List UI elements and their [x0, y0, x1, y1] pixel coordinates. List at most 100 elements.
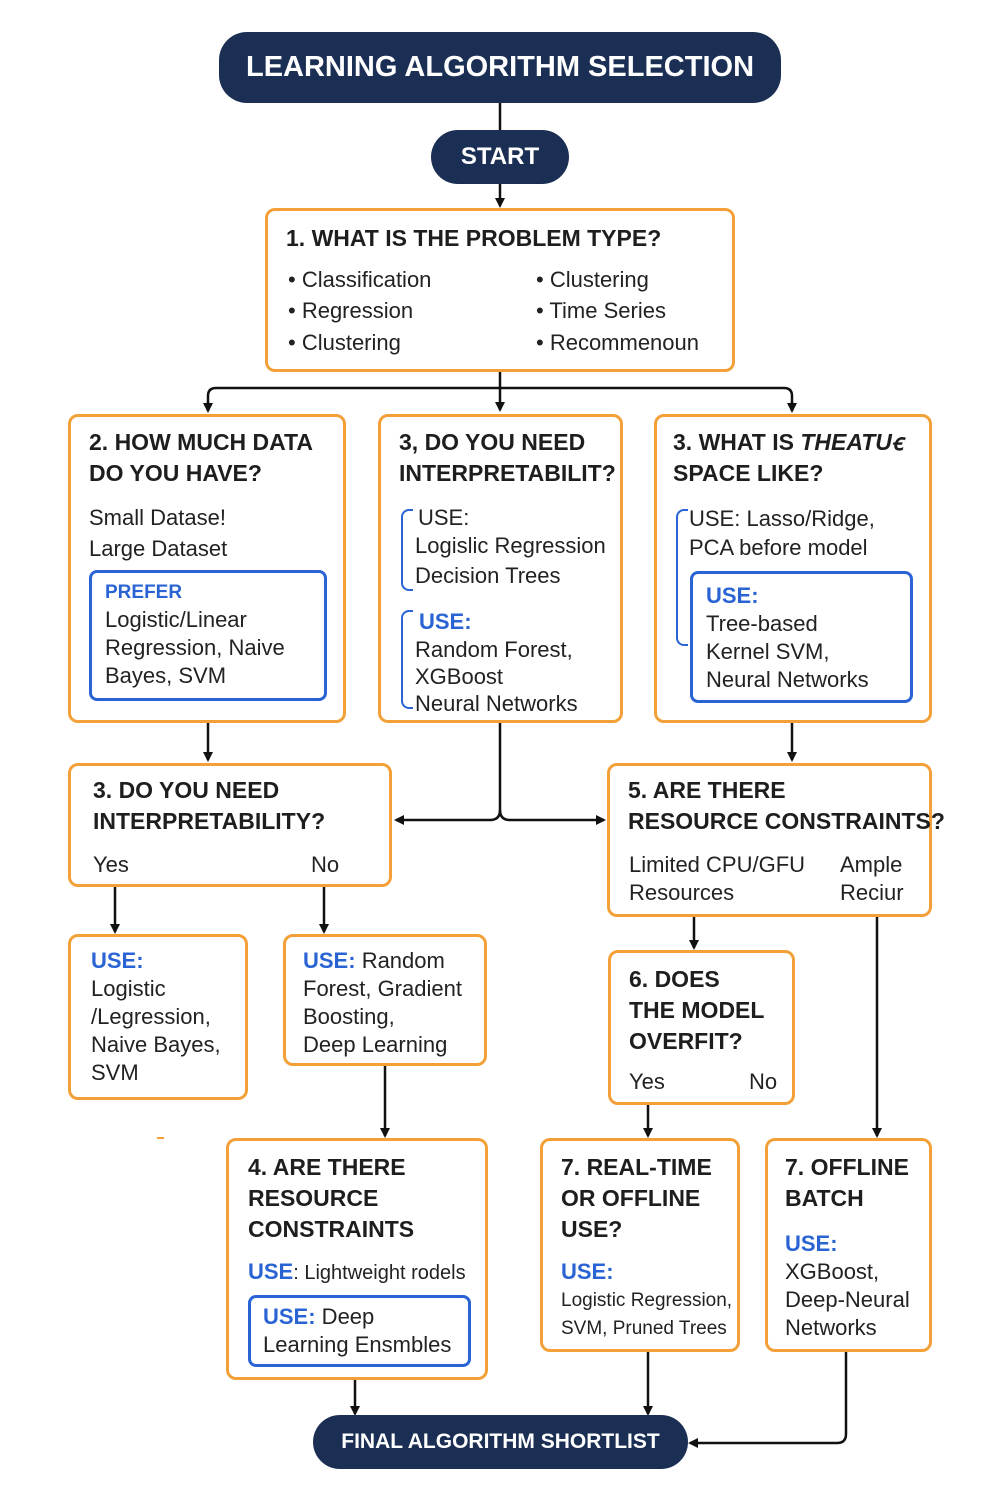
limited-resources-option: Resources — [629, 880, 735, 905]
use-line: XGBoost, — [785, 1259, 880, 1284]
problem-type-heading: 1. WHAT IS THE PROBLEM TYPE? — [286, 225, 662, 251]
use-label: USE: — [706, 583, 759, 608]
stray-mark — [157, 1137, 164, 1139]
realtime-offline-box: 7. REAL-TIME OR OFFLINE USE? USE: Logist… — [540, 1138, 740, 1352]
ample-resources-option: Ample — [840, 852, 903, 877]
resource-heading: RESOURCE — [248, 1185, 379, 1211]
resource-heading: RESOURCE CONSTRAINTS? — [628, 808, 945, 834]
interpretability-heading: 3, DO YOU NEED — [399, 429, 586, 455]
resource-constraints-box-2: 4. ARE THERE RESOURCE CONSTRAINTS USE: L… — [226, 1138, 488, 1380]
offline-heading: BATCH — [785, 1185, 864, 1211]
yes-branch-label: Yes — [93, 852, 129, 877]
realtime-heading: OR OFFLINE — [561, 1185, 701, 1211]
use-line: Neural Networks — [706, 667, 869, 692]
interpretability-heading: INTERPRETABILIT? — [399, 460, 616, 486]
realtime-heading: 7. REAL-TIME — [561, 1154, 712, 1180]
use-bracket — [676, 509, 688, 646]
title-pill: LEARNING ALGORITHM SELECTION — [219, 32, 781, 103]
use-line: Boosting, — [303, 1004, 395, 1029]
use-line: Logislic Regression — [415, 533, 606, 558]
start-node: START — [431, 130, 569, 184]
prefer-line: Logistic/Linear — [105, 607, 247, 632]
use-box: USE: Tree-based Kernel SVM, Neural Netwo… — [690, 571, 913, 703]
use-line: Networks — [785, 1315, 877, 1340]
problem-type-item: • Regression — [288, 298, 414, 323]
feature-space-box: 3. WHAT IS THEATUꞓ SPACE LIKE? USE: Lass… — [654, 414, 932, 723]
ample-resources-option: Reciur — [840, 880, 904, 905]
problem-type-item: • Recommenoun — [536, 330, 700, 355]
feature-space-heading: SPACE LIKE? — [673, 460, 824, 486]
final-shortlist-node: FINAL ALGORITHM SHORTLIST — [313, 1415, 688, 1469]
use-label: USE: — [785, 1231, 838, 1256]
problem-type-item: • Clustering — [536, 267, 649, 292]
use-line: Learning Ensmbles — [263, 1332, 452, 1357]
data-amount-heading: DO YOU HAVE? — [89, 460, 262, 486]
use-line: PCA before model — [689, 535, 868, 560]
use-line: Forest, Gradient — [303, 976, 462, 1001]
use-line: USE: Lasso/Ridge, — [689, 506, 875, 531]
use-simple-models-box: USE: Logistic /Legression, Naive Bayes, … — [68, 934, 248, 1100]
offline-batch-box: 7. OFFLINE BATCH USE: XGBoost, Deep-Neur… — [765, 1138, 932, 1352]
resource-heading: 5. ARE THERE — [628, 777, 786, 803]
yes-branch-label: Yes — [629, 1069, 665, 1094]
prefer-label: PREFER — [105, 582, 183, 603]
use-label: USE: — [419, 609, 472, 634]
realtime-heading: USE? — [561, 1216, 623, 1242]
use-line: /Legression, — [91, 1004, 211, 1029]
use-label: USE: — [91, 948, 144, 973]
limited-resources-option: Limited CPU/GFU — [629, 852, 806, 877]
use-line: Neural Networks — [415, 691, 578, 716]
interpretability-heading: 3. DO YOU NEED — [93, 777, 280, 803]
overfit-heading: THE MODEL — [629, 997, 765, 1023]
use-line: Random Forest, — [415, 637, 573, 662]
use-box: USE: Deep Learning Ensmbles — [248, 1295, 471, 1367]
final-shortlist-label: FINAL ALGORITHM SHORTLIST — [341, 1430, 660, 1453]
start-label: START — [460, 143, 540, 170]
resource-heading: CONSTRAINTS — [248, 1216, 415, 1242]
use-bracket — [401, 509, 413, 591]
use-line: SVM, Pruned Trees — [561, 1318, 727, 1339]
prefer-line: Regression, Naive — [105, 635, 285, 660]
dataset-option: Small Datase! — [89, 505, 226, 530]
use-line: Kernel SVM, — [706, 639, 830, 664]
problem-type-box: 1. WHAT IS THE PROBLEM TYPE? • Classific… — [265, 208, 735, 372]
offline-heading: 7. OFFLINE — [785, 1154, 909, 1180]
use-line: Decision Trees — [415, 563, 561, 588]
no-branch-label: No — [311, 852, 340, 877]
use-line: Tree-based — [706, 611, 818, 636]
use-line: Deep-Neural — [785, 1287, 910, 1312]
prefer-box: PREFER Logistic/Linear Regression, Naive… — [89, 570, 327, 701]
no-branch-label: No — [749, 1069, 778, 1094]
problem-type-item: • Time Series — [536, 298, 666, 323]
data-amount-heading: 2. HOW MUCH DATA — [89, 429, 314, 455]
interpretability-box-top: 3, DO YOU NEED INTERPRETABILIT? USE: Log… — [378, 414, 623, 723]
use-bracket — [401, 610, 413, 709]
use-line: USE: Random — [303, 948, 445, 973]
use-line: USE: Lightweight rodels — [248, 1259, 466, 1284]
use-line: Naive Bayes, — [91, 1032, 221, 1057]
data-amount-box: 2. HOW MUCH DATA DO YOU HAVE? Small Data… — [68, 414, 346, 723]
use-line: Logistic Regression, — [561, 1290, 733, 1311]
problem-type-item: • Classification — [288, 267, 432, 292]
dataset-option: Large Dataset — [89, 536, 228, 561]
overfit-box: 6. DOES THE MODEL OVERFIT? Yes No — [608, 950, 795, 1105]
use-line: USE: Deep — [263, 1304, 375, 1329]
use-label: USE: — [418, 505, 470, 530]
interpretability-heading: INTERPRETABILITY? — [93, 808, 326, 834]
resource-heading: 4. ARE THERE — [248, 1154, 406, 1180]
problem-type-item: • Clustering — [288, 330, 401, 355]
use-line: Logistic — [91, 976, 166, 1001]
use-line: Deep Learning — [303, 1032, 448, 1057]
resource-constraints-box: 5. ARE THERE RESOURCE CONSTRAINTS? Limit… — [607, 763, 945, 917]
prefer-line: Bayes, SVM — [105, 663, 227, 688]
use-line: XGBoost — [415, 664, 504, 689]
title-text: LEARNING ALGORITHM SELECTION — [245, 51, 755, 83]
use-line: SVM — [91, 1060, 139, 1085]
use-label: USE: — [561, 1259, 614, 1284]
overfit-heading: 6. DOES — [629, 966, 720, 992]
interpretability-box: 3. DO YOU NEED INTERPRETABILITY? Yes No — [68, 763, 392, 887]
feature-space-heading: 3. WHAT IS THEATUꞓ — [673, 429, 903, 455]
use-complex-models-box: USE: Random Forest, Gradient Boosting, D… — [283, 934, 487, 1066]
